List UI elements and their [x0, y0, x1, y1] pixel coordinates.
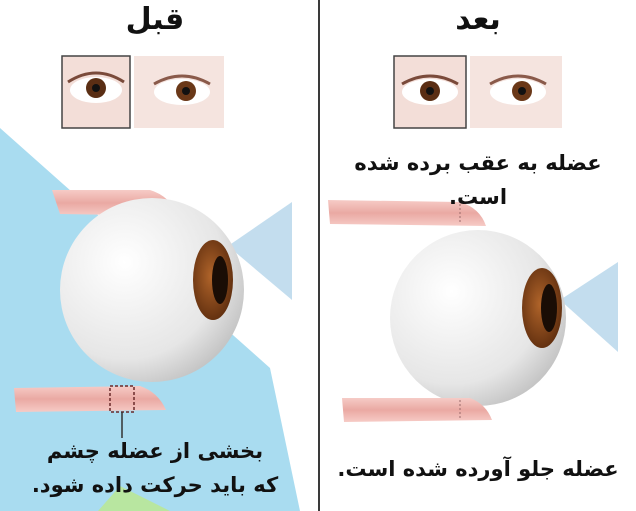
before-caption: بخشی از عضله چشم که باید حرکت داده شود.: [20, 434, 290, 502]
pupil: [541, 284, 557, 332]
small-eye-photo-left: [62, 56, 130, 128]
cornea-cone: [560, 262, 618, 352]
lower-muscle: [14, 386, 166, 412]
lower-muscle: [342, 398, 492, 422]
before-title: قبل: [20, 2, 290, 37]
after-caption-bottom: عضله جلو آورده شده است.: [330, 452, 626, 486]
small-eye-photo-right: [470, 56, 562, 128]
small-eye-photo-left: [394, 56, 466, 128]
after-caption-top: عضله به عقب برده شده است.: [330, 146, 626, 214]
before-caption-line2: که باید حرکت داده شود.: [20, 468, 290, 502]
pupil: [212, 256, 228, 304]
small-eye-photo-right: [134, 56, 224, 128]
before-panel: قبل بخشی از عضله چشم که باید حرکت داده ش…: [0, 0, 318, 511]
after-illustration: [320, 0, 636, 511]
after-panel: بعد عضله به عقب برده شده است. عضله جلو آ…: [320, 0, 636, 511]
after-title: بعد: [320, 2, 636, 37]
before-caption-line1: بخشی از عضله چشم: [20, 434, 290, 468]
